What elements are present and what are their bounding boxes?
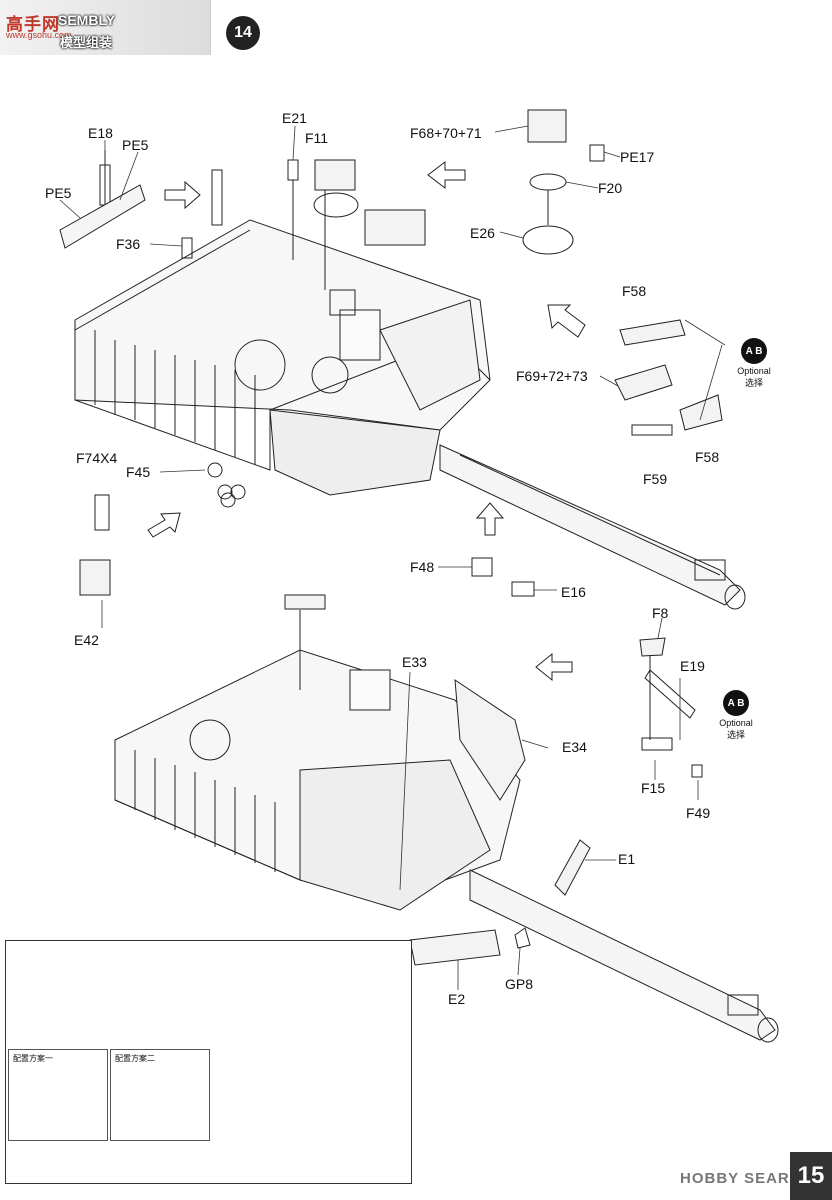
optional-badge: A B Optional 选择: [706, 690, 766, 741]
variant-box-1: 配置方案一: [8, 1049, 108, 1141]
part-label-f49: F49: [686, 805, 711, 821]
variant-label-1: 配置方案一: [13, 1054, 53, 1063]
part-label-f15: F15: [641, 780, 666, 796]
optional-ab-icon: A B: [723, 690, 749, 716]
direction-arrows: [147, 160, 586, 682]
section-subtitle: 模型组装: [60, 35, 113, 50]
part-label-f8: F8: [652, 605, 669, 621]
part-label-f58: F58: [695, 449, 720, 465]
part-label-f74: F74X4: [76, 450, 118, 466]
optional-text-zh: 选择: [726, 730, 745, 740]
part-label-f58: F58: [622, 283, 647, 299]
brand-logo-text: 高手网: [6, 15, 60, 34]
part-label-e42: E42: [74, 632, 99, 648]
part-label-f68: F68+70+71: [410, 125, 482, 141]
part-label-f36: F36: [116, 236, 141, 252]
part-label-e2: E2: [448, 991, 466, 1007]
optional-text-zh: 选择: [744, 378, 763, 388]
variant-box-2: 配置方案二: [110, 1049, 210, 1141]
step-number-badge: 14: [226, 16, 260, 50]
part-label-f11: F11: [305, 130, 329, 146]
part-label-e33: E33: [402, 654, 427, 670]
optional-text-en: Optional: [737, 366, 771, 376]
part-label-e18: E18: [88, 125, 113, 141]
exploded-parts-lower: [409, 637, 703, 966]
configuration-inset: 配置方案一 配置方案二: [5, 940, 412, 1184]
part-label-pe5: PE5: [122, 137, 149, 153]
part-label-e26: E26: [470, 225, 495, 241]
upper-turret-drawing: [74, 159, 746, 610]
exploded-parts-upper: [59, 109, 723, 597]
optional-badge: A B Optional 选择: [724, 338, 784, 389]
lower-turret-drawing: [114, 594, 779, 1043]
part-label-f45: F45: [126, 464, 151, 480]
part-label-pe5: PE5: [45, 185, 72, 201]
part-label-e1: E1: [618, 851, 636, 867]
part-label-pe17: PE17: [620, 149, 655, 165]
part-label-gp8: GP8: [505, 976, 534, 992]
part-label-e19: E19: [680, 658, 705, 674]
watermark-logo: HOBBY SEARCH: [680, 1170, 814, 1187]
page-number: 15: [790, 1152, 832, 1200]
part-label-f48: F48: [410, 559, 435, 575]
leader-lines: [59, 125, 726, 990]
brand-url: www.gsohu.com: [6, 30, 72, 40]
part-label-f20: F20: [598, 180, 623, 196]
part-label-e21: E21: [282, 110, 307, 126]
part-label-f69: F69+72+73: [516, 368, 588, 384]
part-label-e16: E16: [561, 584, 586, 600]
optional-text-en: Optional: [719, 718, 753, 728]
part-label-f59: F59: [643, 471, 668, 487]
part-label-e34: E34: [562, 739, 587, 755]
page-header: 高手网 www.gsohu.com SEMBLY 模型组装: [0, 0, 211, 55]
section-title: SEMBLY: [58, 12, 116, 28]
optional-ab-icon: A B: [741, 338, 767, 364]
variant-label-2: 配置方案二: [115, 1054, 155, 1063]
header-band: [0, 0, 210, 55]
